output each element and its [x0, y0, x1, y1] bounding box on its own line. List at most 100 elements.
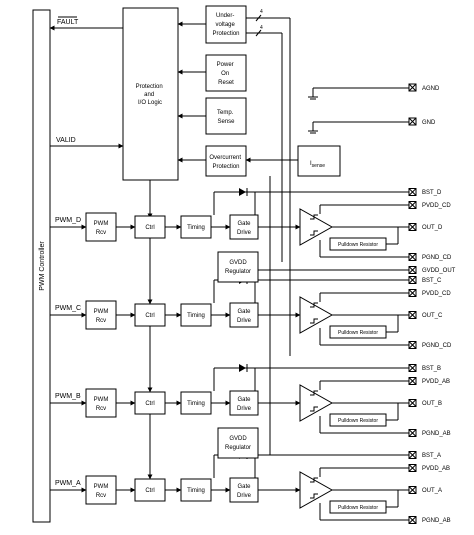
pin-label: PVDD_AB	[422, 379, 450, 385]
svg-text:4: 4	[260, 9, 263, 15]
pgnd-cd-pin: PGND_CD	[408, 341, 452, 349]
pwm-input-label: PWM_D	[55, 217, 81, 224]
gate-drive-block	[229, 390, 259, 416]
out-a-pin: OUT_A	[408, 486, 442, 494]
svg-text:Pulldown Resistor: Pulldown Resistor	[338, 505, 378, 511]
pwm-controller-block: PWM Controller	[32, 9, 51, 523]
bootstrap-diode	[239, 364, 246, 372]
svg-text:Overcurrent Protection: Overcurrent Protection	[209, 155, 242, 170]
pwm-input-label: PWM_C	[55, 305, 81, 312]
pvdd-ab-pin: PVDD_AB	[408, 377, 450, 385]
protection-label: Protection and I/O Logic	[136, 84, 165, 106]
output-stage	[299, 296, 334, 334]
gvdd-out-pin: GVDD_OUT	[408, 266, 456, 274]
pwm-rcv-block	[85, 388, 117, 418]
svg-text:Ctrl: Ctrl	[145, 401, 154, 407]
gate-drive-block	[229, 302, 259, 328]
svg-text:Ctrl: Ctrl	[145, 313, 154, 319]
bst-b-pin: BST_B	[408, 364, 441, 372]
valid-label: VALID	[56, 137, 76, 144]
pwm-input-label: PWM_A	[55, 480, 81, 487]
pin-label: PGND_AB	[422, 431, 451, 437]
svg-text:Under- voltage Pro: Under- voltage Protection	[212, 13, 239, 37]
fault-signal: FAULT	[49, 16, 123, 31]
protection-wiring: 4 4	[147, 9, 298, 356]
pwm-rcv-block	[85, 300, 117, 330]
svg-text:Pulldown Resistor: Pulldown Resistor	[338, 242, 378, 248]
power-on-reset-block: Power On Reset	[205, 54, 247, 92]
overcurrent-protection-block: Overcurrent Protection	[205, 145, 247, 177]
output-stage	[299, 208, 334, 246]
pin-label: PGND_CD	[422, 343, 452, 349]
bst-c-pin: BST_C	[408, 276, 442, 284]
pgnd-ab-pin: PGND_AB	[408, 429, 451, 437]
pin-label: OUT_D	[422, 225, 443, 231]
svg-text:Timing: Timing	[187, 313, 205, 319]
gate-drive-block	[229, 477, 259, 503]
pin-label: OUT_A	[422, 488, 442, 494]
pin-label: BST_A	[422, 453, 441, 459]
pgnd-ab-pin: PGND_AB	[408, 516, 451, 524]
gate-drive-block	[229, 214, 259, 240]
out-b-pin: OUT_B	[408, 399, 442, 407]
pin-label: BST_D	[422, 190, 442, 196]
svg-text:Isense: Isense	[310, 161, 325, 169]
svg-text:Temp. Sense: Temp. Sense	[217, 110, 235, 125]
pvdd-cd-pin: PVDD_CD	[408, 201, 451, 209]
agnd-pin: AGND	[308, 83, 440, 100]
temp-sense-block: Temp. Sense	[205, 97, 247, 135]
pin-label: BST_B	[422, 366, 441, 372]
out-c-pin: OUT_C	[408, 311, 443, 319]
pin-label: OUT_B	[422, 401, 442, 407]
output-stage	[299, 471, 334, 509]
agnd-label: AGND	[422, 86, 440, 92]
svg-text:Power On Reset: Power On Reset	[217, 62, 236, 86]
protection-logic-block: Protection and I/O Logic	[122, 7, 179, 181]
valid-signal: VALID	[50, 137, 124, 149]
bootstrap-diode	[239, 188, 246, 196]
svg-text:Pulldown Resistor: Pulldown Resistor	[338, 330, 378, 336]
output-stage	[299, 384, 334, 422]
pwm-rcv-block	[85, 475, 117, 505]
pin-label: OUT_C	[422, 313, 443, 319]
svg-text:Ctrl: Ctrl	[145, 488, 154, 494]
isense-block: Isense	[297, 145, 341, 177]
fault-label: FAULT	[57, 19, 79, 26]
pvdd-cd-pin: PVDD_CD	[408, 289, 451, 297]
svg-text:Pulldown Resistor: Pulldown Resistor	[338, 418, 378, 424]
pwm-input-label: PWM_B	[55, 393, 81, 400]
gnd-pin: GND	[308, 117, 436, 134]
pwm-rcv-block	[85, 212, 117, 242]
undervoltage-protection-block: Under- voltage Protection	[205, 5, 247, 44]
svg-text:Timing: Timing	[187, 401, 205, 407]
pin-label: PVDD_AB	[422, 466, 450, 472]
svg-text:4: 4	[260, 25, 263, 31]
bst-d-pin: BST_D	[408, 188, 442, 196]
bst-a-pin: BST_A	[408, 451, 441, 459]
gnd-label: GND	[422, 120, 436, 126]
pin-label: GVDD_OUT	[422, 268, 456, 274]
pvdd-ab-pin: PVDD_AB	[408, 464, 450, 472]
out-d-pin: OUT_D	[408, 223, 443, 231]
svg-text:Timing: Timing	[187, 225, 205, 231]
svg-text:Ctrl: Ctrl	[145, 225, 154, 231]
pin-label: PVDD_CD	[422, 291, 451, 297]
pin-label: PGND_CD	[422, 255, 452, 261]
pgnd-cd-pin: PGND_CD	[408, 253, 452, 261]
pin-label: BST_C	[422, 278, 442, 284]
